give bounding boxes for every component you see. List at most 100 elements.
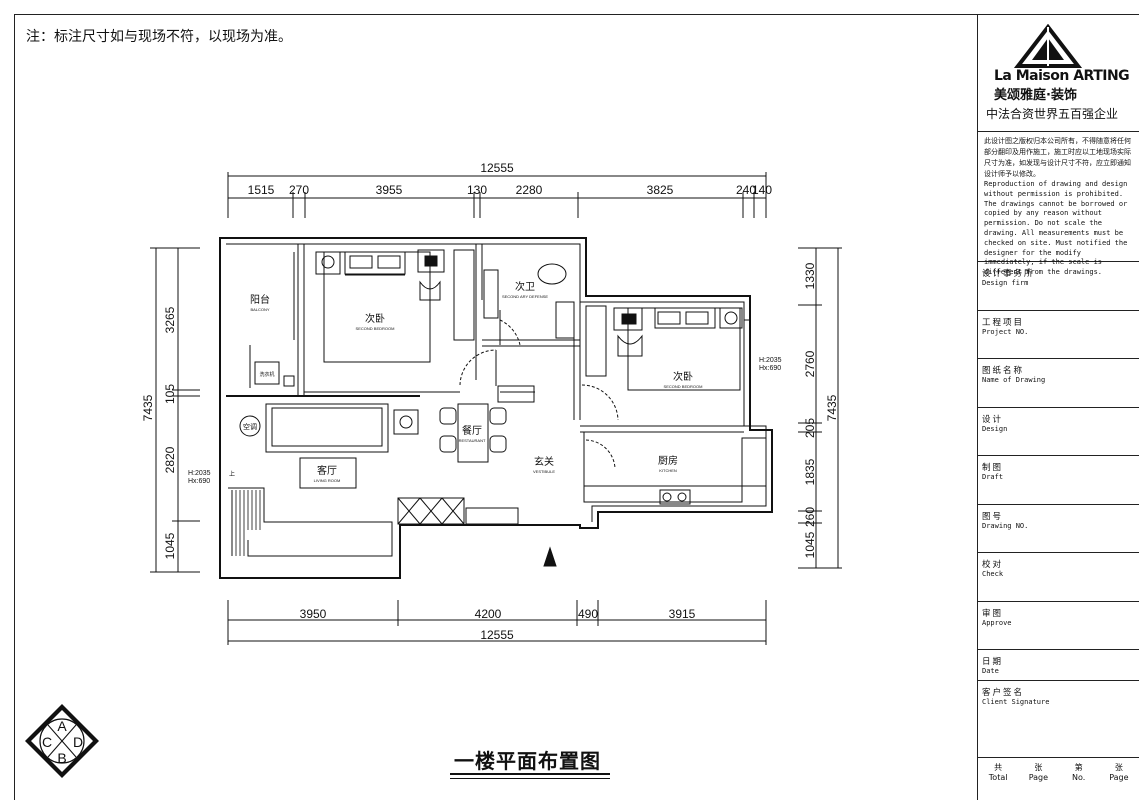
tb-row-label: 日期 <box>982 657 1004 667</box>
compass-letter: D <box>73 734 83 750</box>
drawing-title: 一楼平面布置图 <box>454 749 601 773</box>
tb-row-project: 工程项目 Project NO. <box>978 311 1139 359</box>
drawing-title-underline <box>450 773 610 779</box>
tb-row-label: 设计 <box>982 415 1004 425</box>
dim-bottom-seg: 3915 <box>669 607 696 621</box>
compass-icon: A B C D <box>25 704 99 778</box>
tb-row-design-firm: 设计事务所 Design firm <box>978 262 1139 311</box>
footer-cn: 张 <box>1114 763 1123 772</box>
washer-label: 洗衣机 <box>259 371 274 378</box>
tb-row-label-en: Project NO. <box>982 328 1029 336</box>
dim-left-seg: 2820 <box>163 446 177 473</box>
room-kitchen-en: KITCHEN <box>659 468 677 473</box>
dim-right-seg: 1835 <box>803 458 817 485</box>
tb-row-draft: 制图 Draft <box>978 456 1139 505</box>
tb-row-label: 校对 <box>982 560 1004 570</box>
tb-row-label-en: Approve <box>982 619 1012 627</box>
tb-row-approve: 审图 Approve <box>978 602 1139 650</box>
tb-row-drawing-name: 图纸名称 Name of Drawing <box>978 359 1139 408</box>
dim-top-seg: 3955 <box>376 183 403 197</box>
tb-row-drawing-no: 图号 Drawing NO. <box>978 505 1139 553</box>
footer-cn: 第 <box>1074 763 1083 772</box>
brand-name: La Maison ARTING <box>994 68 1130 84</box>
room-balcony-en: BALCONY <box>250 307 269 312</box>
room-bedroom2-en: SECOND BEDROOM <box>664 384 703 389</box>
dim-top-seg: 1515 <box>248 183 275 197</box>
dim-left-total: 7435 <box>141 394 155 421</box>
tb-row-label-en: Name of Drawing <box>982 376 1046 384</box>
compass-letter: C <box>42 734 52 750</box>
tb-row-label: 制图 <box>982 463 1004 473</box>
room-dining-label: 餐厅 <box>462 424 482 437</box>
footer-en: Total <box>988 773 1008 782</box>
copyright-cn: 此设计图之版权归本公司所有，不得随意将任何部分翻印及用作施工，施工时应以工地现场… <box>984 137 1131 178</box>
tb-row-label: 工程项目 <box>982 318 1025 328</box>
dim-top-total: 12555 <box>480 161 514 175</box>
tb-row-label-en: Drawing NO. <box>982 522 1029 530</box>
dim-bottom-seg: 490 <box>578 607 598 621</box>
tb-row-date: 日期 Date <box>978 650 1139 681</box>
room-balcony-label: 阳台 <box>250 293 270 306</box>
room-foyer-label: 玄关 <box>534 455 554 468</box>
window-height-left: H:2035 <box>188 470 211 477</box>
tb-row-label: 客户签名 <box>982 688 1025 698</box>
footer-cn: 张 <box>1034 763 1043 772</box>
brand-name-cn: 美颂雅庭·装饰 <box>994 88 1077 103</box>
footer-en: Page <box>1109 773 1129 782</box>
title-block: La Maison ARTING 美颂雅庭·装饰 中法合资世界五百强企业 此设计… <box>977 14 1139 800</box>
dim-top-seg: 240 <box>736 183 756 197</box>
footer-en: No. <box>1071 773 1086 782</box>
copyright-notice: 此设计图之版权归本公司所有，不得随意将任何部分翻印及用作施工，施工时应以工地现场… <box>978 132 1139 276</box>
tb-row-label: 图纸名称 <box>982 366 1025 376</box>
tb-row-label: 设计事务所 <box>982 269 1035 279</box>
drawing-sheet-border <box>14 14 1139 800</box>
dim-top-seg: 3825 <box>647 183 674 197</box>
dim-top-seg: 2280 <box>516 183 543 197</box>
dim-right-seg: 1330 <box>803 262 817 289</box>
dim-right-total: 7435 <box>825 394 839 421</box>
tb-row-label-en: Date <box>982 667 999 675</box>
tb-row-label: 图号 <box>982 512 1004 522</box>
room-foyer-en: VESTIBULE <box>533 469 555 474</box>
title-block-logo: La Maison ARTING 美颂雅庭·装饰 中法合资世界五百强企业 <box>978 14 1139 132</box>
dim-bottom-seg: 4200 <box>475 607 502 621</box>
footer-en: Page <box>1028 773 1049 782</box>
dim-left-seg: 3265 <box>163 306 177 333</box>
dim-left-seg: 105 <box>163 384 177 404</box>
tb-row-design: 设计 Design <box>978 408 1139 456</box>
tb-row-label-en: Check <box>982 570 1004 578</box>
tb-row-check: 校对 Check <box>978 553 1139 602</box>
brand-slogan: 中法合资世界五百强企业 <box>986 107 1119 121</box>
compass-letter: B <box>57 750 66 766</box>
dim-left-seg: 1045 <box>163 532 177 559</box>
copyright-en: Reproduction of drawing and design witho… <box>984 180 1128 277</box>
floor-plan: 12555 1515 270 3955 130 2280 3825 240 14… <box>141 161 842 645</box>
window-sill-right: Hx:690 <box>759 365 781 372</box>
compass-letter: A <box>57 718 67 734</box>
room-bedroom1-en: SECOND BEDROOM <box>356 326 395 331</box>
footer-cn: 共 <box>994 763 1003 772</box>
tb-row-label-en: Draft <box>982 473 1004 481</box>
tb-row-label-en: Design <box>982 425 1008 433</box>
dim-bottom-total: 12555 <box>480 628 514 642</box>
dim-right-seg: 1045 <box>803 531 817 558</box>
room-bath-en: SECOND ARY DEFENSE <box>502 294 548 299</box>
room-kitchen-label: 厨房 <box>658 454 678 467</box>
window-height-right: H:2035 <box>759 357 782 364</box>
tb-row-label: 审图 <box>982 609 1004 619</box>
room-bedroom2-label: 次卧 <box>673 370 693 383</box>
drawing-note: 注：标注尺寸如与现场不符，以现场为准。 <box>26 29 292 45</box>
dim-top-seg: 270 <box>289 183 309 197</box>
tb-row-label-en: Client Signature <box>982 698 1050 706</box>
room-dining-en: RESTAURANT <box>459 438 486 443</box>
dim-right-seg: 260 <box>803 507 817 527</box>
dim-right-seg: 2760 <box>803 350 817 377</box>
tb-row-client-signature: 客户签名 Client Signature <box>978 681 1139 745</box>
ac-label: 空调 <box>243 422 257 431</box>
dim-top-seg: 140 <box>752 183 772 197</box>
dim-bottom-seg: 3950 <box>300 607 327 621</box>
